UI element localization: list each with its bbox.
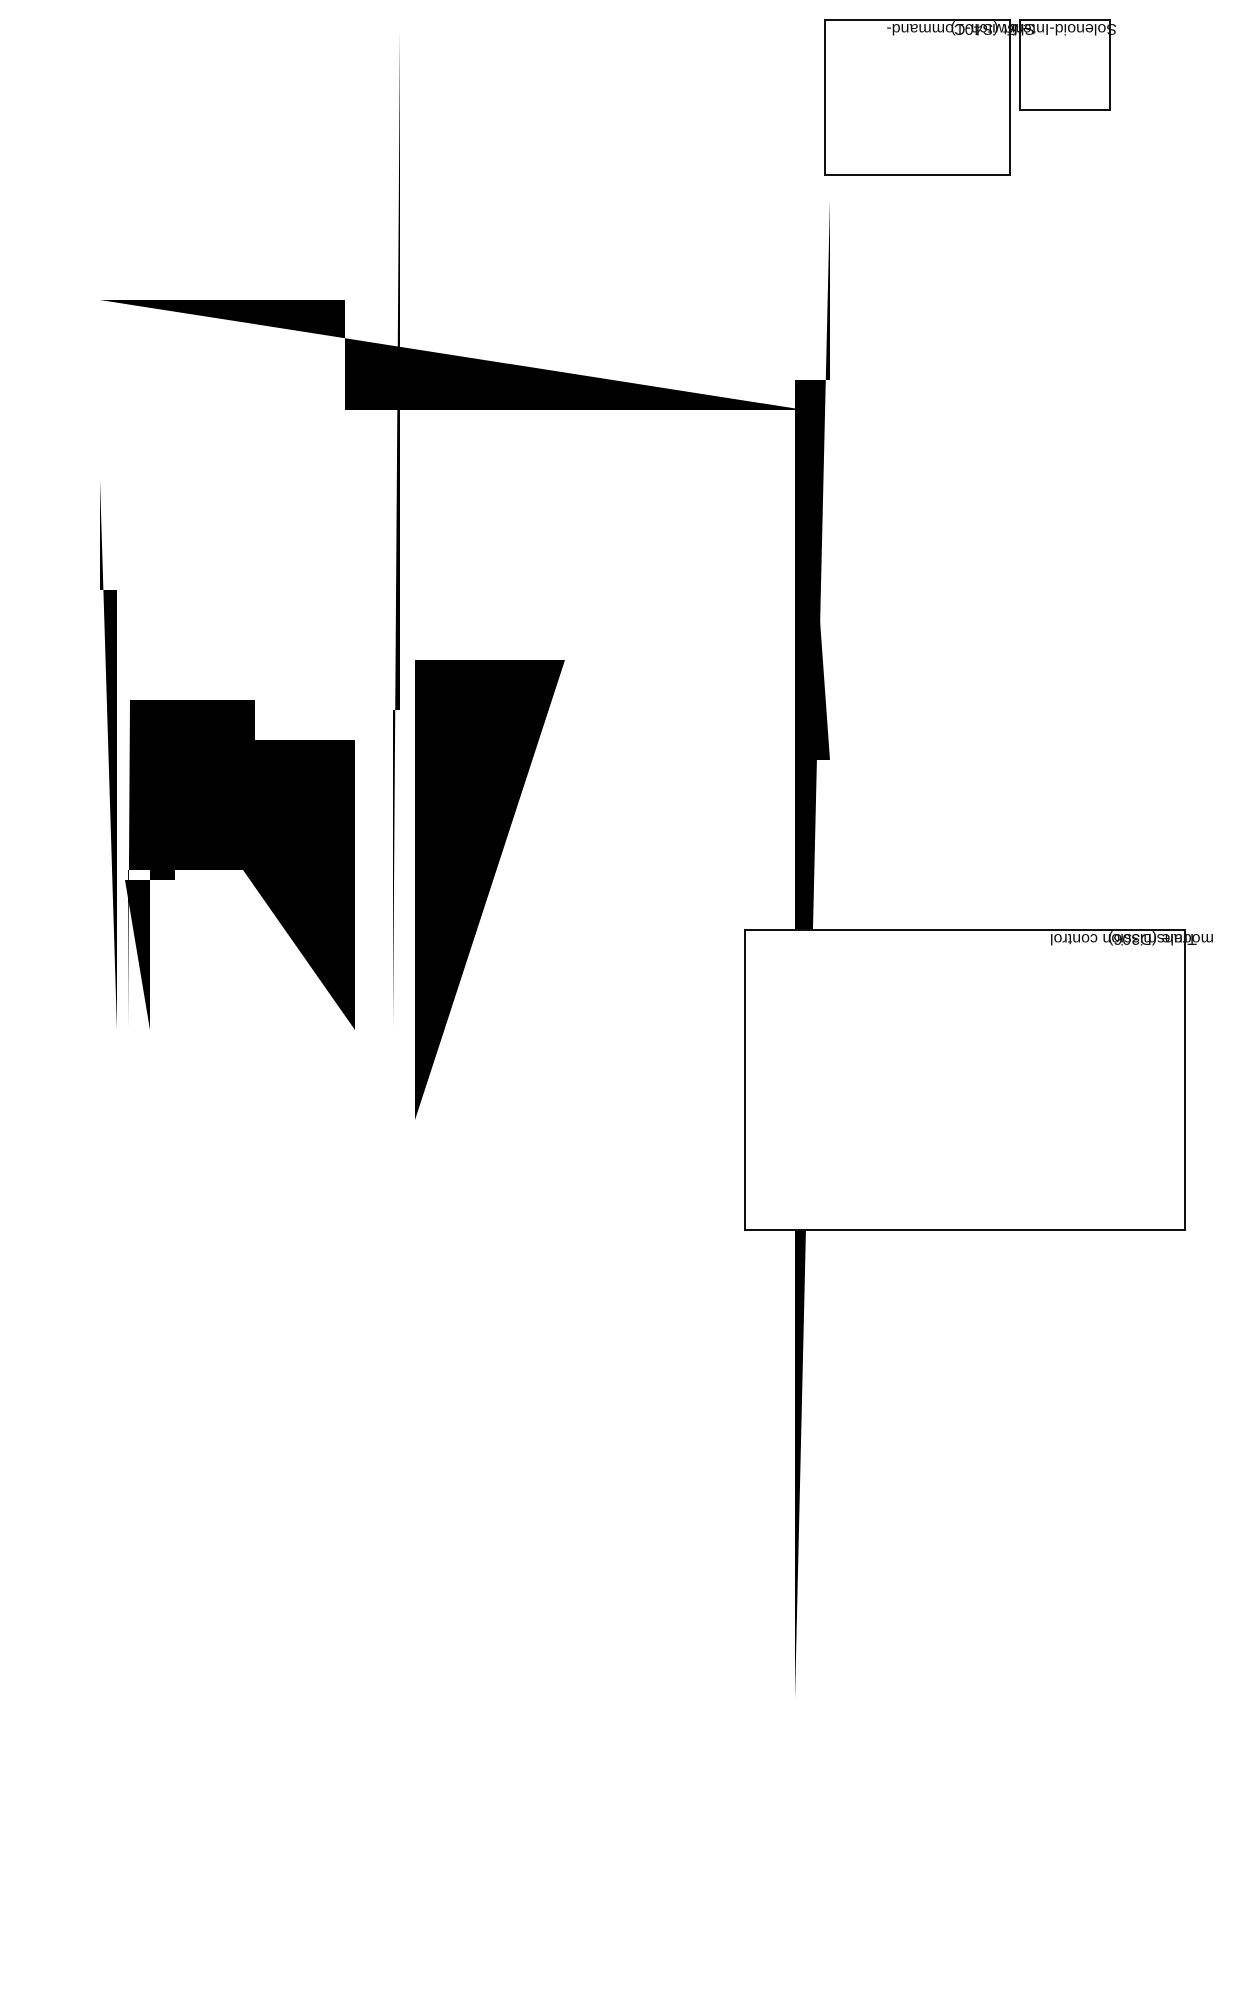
- tcm-title-1: Transmission control: [1050, 930, 1197, 947]
- transmission-control-module: Transmission control module (D306): [744, 929, 1214, 1231]
- wires: [100, 30, 830, 1700]
- wire-sr: [393, 30, 400, 1030]
- wire-wg: [100, 300, 805, 410]
- wire-sy2: [145, 730, 355, 1030]
- tcm-box: [744, 929, 1186, 1231]
- tcm-title-2: module (D306): [1108, 930, 1214, 947]
- switch-box: [824, 19, 1011, 176]
- solenoid-box: [1019, 19, 1111, 111]
- switch-title-2: Shift (S401): [951, 20, 1035, 37]
- switch-title-1: Switch-Command-: [886, 20, 1018, 37]
- wire-s: [100, 480, 117, 1030]
- wire-sy: [125, 730, 175, 1030]
- wire-py2: [415, 660, 565, 1120]
- switch-command-shift: Switch-Command- Shift (S401): [824, 19, 1035, 176]
